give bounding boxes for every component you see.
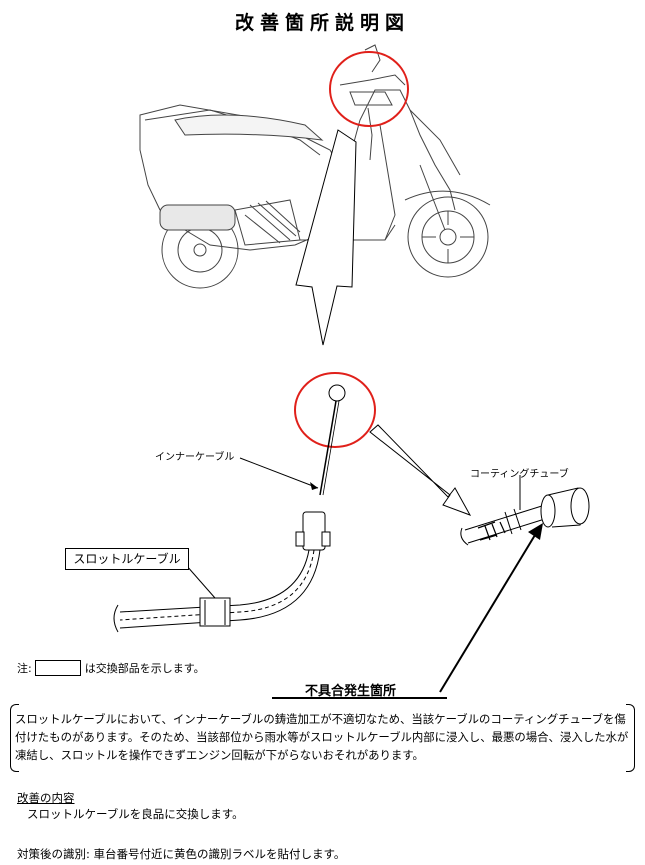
throttle-cable-label: スロットルケーブル xyxy=(65,548,189,570)
bracket-right xyxy=(626,704,635,772)
defect-pointer-arrow xyxy=(439,534,536,693)
identification-text: 対策後の識別: 車台番号付近に黄色の識別ラベルを貼付します。 xyxy=(17,847,346,861)
inner-cable-label: インナーケーブル xyxy=(155,452,235,463)
note-suffix: は交換部品を示します。 xyxy=(84,662,205,675)
page-title: 改善箇所説明図 xyxy=(234,12,410,34)
throttle-cable-drawing xyxy=(113,511,331,633)
bracket-left xyxy=(10,704,19,772)
defect-location-heading: 不具合発生箇所 xyxy=(305,684,397,699)
coating-tube-drawing xyxy=(460,487,590,546)
defect-description: スロットルケーブルにおいて、インナーケーブルの鋳造加工が不適切なため、当該ケーブ… xyxy=(15,712,629,762)
improvement-heading: 改善の内容 xyxy=(17,791,75,805)
defect-heading-underline xyxy=(272,697,447,699)
replacement-swatch xyxy=(34,660,81,676)
note-prefix: 注: xyxy=(17,662,32,675)
callout-arrow-detail xyxy=(369,424,472,516)
improvement-body: スロットルケーブルを良品に交換します。 xyxy=(27,807,244,821)
replacement-note: 注: は交換部品を示します。 xyxy=(17,660,205,676)
callout-arrow-main xyxy=(295,129,357,346)
highlight-circle-upper xyxy=(329,51,409,127)
scooter-illustration xyxy=(139,44,491,289)
coating-tube-label: コーティングチューブ xyxy=(470,469,569,480)
highlight-circle-lower xyxy=(294,372,376,448)
description-box: スロットルケーブルにおいて、インナーケーブルの鋳造加工が不適切なため、当該ケーブ… xyxy=(10,704,635,772)
